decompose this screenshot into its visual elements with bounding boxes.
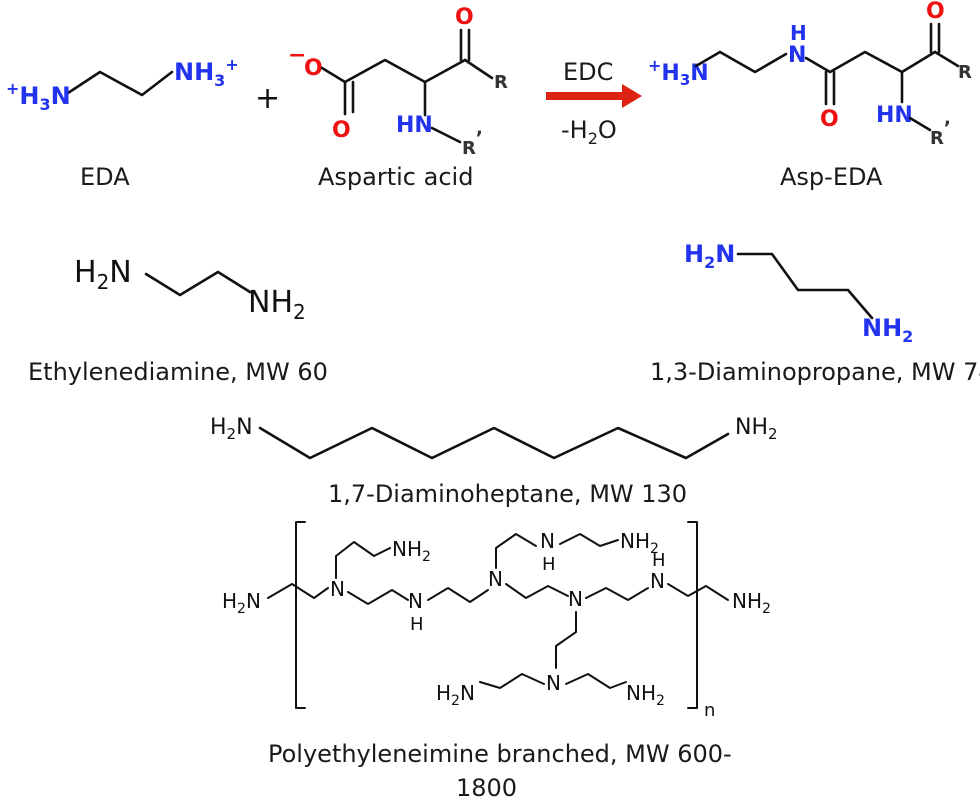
ketone-oxygen: O xyxy=(455,5,474,30)
asp-eda-structure: +H3N N H O O R HN R , xyxy=(648,0,972,149)
asp-eda-label: Asp-EDA xyxy=(780,163,883,191)
diaminoheptane-caption: 1,7-Diaminoheptane, MW 130 xyxy=(328,480,687,508)
eda-structure: +H3N NH3+ xyxy=(6,55,239,114)
r-prime-mark: , xyxy=(476,118,483,139)
reagent-edc: EDC xyxy=(563,58,613,86)
pei-tertiary-n-3: N xyxy=(568,587,583,611)
pei-secondary-h-1: H xyxy=(410,614,424,635)
amine-hn: HN xyxy=(396,113,433,138)
pei-branch2-n: N xyxy=(540,529,555,553)
pei-tertiary-n-1: N xyxy=(330,577,345,601)
pei-right-bracket xyxy=(687,521,698,709)
amide-oxygen: O xyxy=(820,107,839,132)
diaminopropane-bottom-amine: NH2 xyxy=(862,314,913,346)
diaminoheptane-right-amine: NH2 xyxy=(735,415,778,443)
byproduct-water: -H2O xyxy=(561,116,617,148)
pei-tertiary-n-2: N xyxy=(488,567,503,591)
carboxylate-oxygen-bottom: O xyxy=(332,118,351,143)
amide-nitrogen: N xyxy=(788,43,806,68)
ethylenediamine-right-amine: NH2 xyxy=(248,285,306,324)
ethylenediamine-structure: H2N NH2 xyxy=(74,255,306,324)
pei-branch2-h: H xyxy=(542,554,556,575)
carboxylate-charge: − xyxy=(288,43,306,68)
product-r-group: R xyxy=(958,62,972,83)
ethylenediamine-caption: Ethylenediamine, MW 60 xyxy=(28,358,328,386)
plus-sign: + xyxy=(255,81,280,116)
amide-hydrogen: H xyxy=(790,21,807,45)
pei-left-bracket xyxy=(295,521,306,709)
eda-label: EDA xyxy=(80,163,130,191)
reaction-arrow xyxy=(546,84,642,108)
pei-repeat-n: n xyxy=(704,700,715,721)
diaminopropane-structure: H2N NH2 xyxy=(684,240,913,346)
diaminoheptane-left-amine: H2N xyxy=(210,415,253,443)
ethylenediamine-left-amine: H2N xyxy=(74,255,132,294)
pei-secondary-nh-1: N xyxy=(408,589,423,613)
eda-right-amine: NH3+ xyxy=(174,55,239,90)
pei-caption-line1: Polyethyleneimine branched, MW 600- xyxy=(268,740,732,768)
pei-branch3-right-amine: NH2 xyxy=(626,681,665,709)
pei-left-end-amine: H2N xyxy=(222,589,261,617)
pei-structure: n H2N NH2 N N H N N N H NH2 N H NH2 N H2… xyxy=(222,521,771,721)
product-r-prime-group: R xyxy=(930,128,944,149)
pei-caption-line2: 1800 xyxy=(456,774,517,802)
pei-branch2-amine: NH2 xyxy=(620,529,659,557)
diaminopropane-caption: 1,3-Diaminopropane, MW 74 xyxy=(650,358,980,386)
pei-branch1-amine: NH2 xyxy=(392,537,431,565)
pei-secondary-nh-2: N xyxy=(650,569,665,593)
product-ammonium: +H3N xyxy=(648,56,709,89)
aspartic-acid-label: Aspartic acid xyxy=(318,163,473,191)
r-group: R xyxy=(494,72,508,93)
product-ketone-oxygen: O xyxy=(926,0,945,24)
product-amine-hn: HN xyxy=(876,103,913,128)
product-r-prime-mark: , xyxy=(944,108,951,129)
carboxylate-oxygen-top: O xyxy=(304,56,323,81)
pei-secondary-h-2: H xyxy=(652,550,666,571)
pei-branch3-left-amine: H2N xyxy=(436,681,475,709)
diaminopropane-top-amine: H2N xyxy=(684,240,735,272)
diaminoheptane-structure: H2N NH2 xyxy=(210,415,778,460)
pei-right-end-amine: NH2 xyxy=(732,589,771,617)
pei-branch3-n: N xyxy=(546,671,561,695)
eda-left-amine: +H3N xyxy=(6,79,71,114)
aspartic-acid-structure: − O O O R HN R , xyxy=(288,5,508,159)
r-prime-group: R xyxy=(462,138,476,159)
